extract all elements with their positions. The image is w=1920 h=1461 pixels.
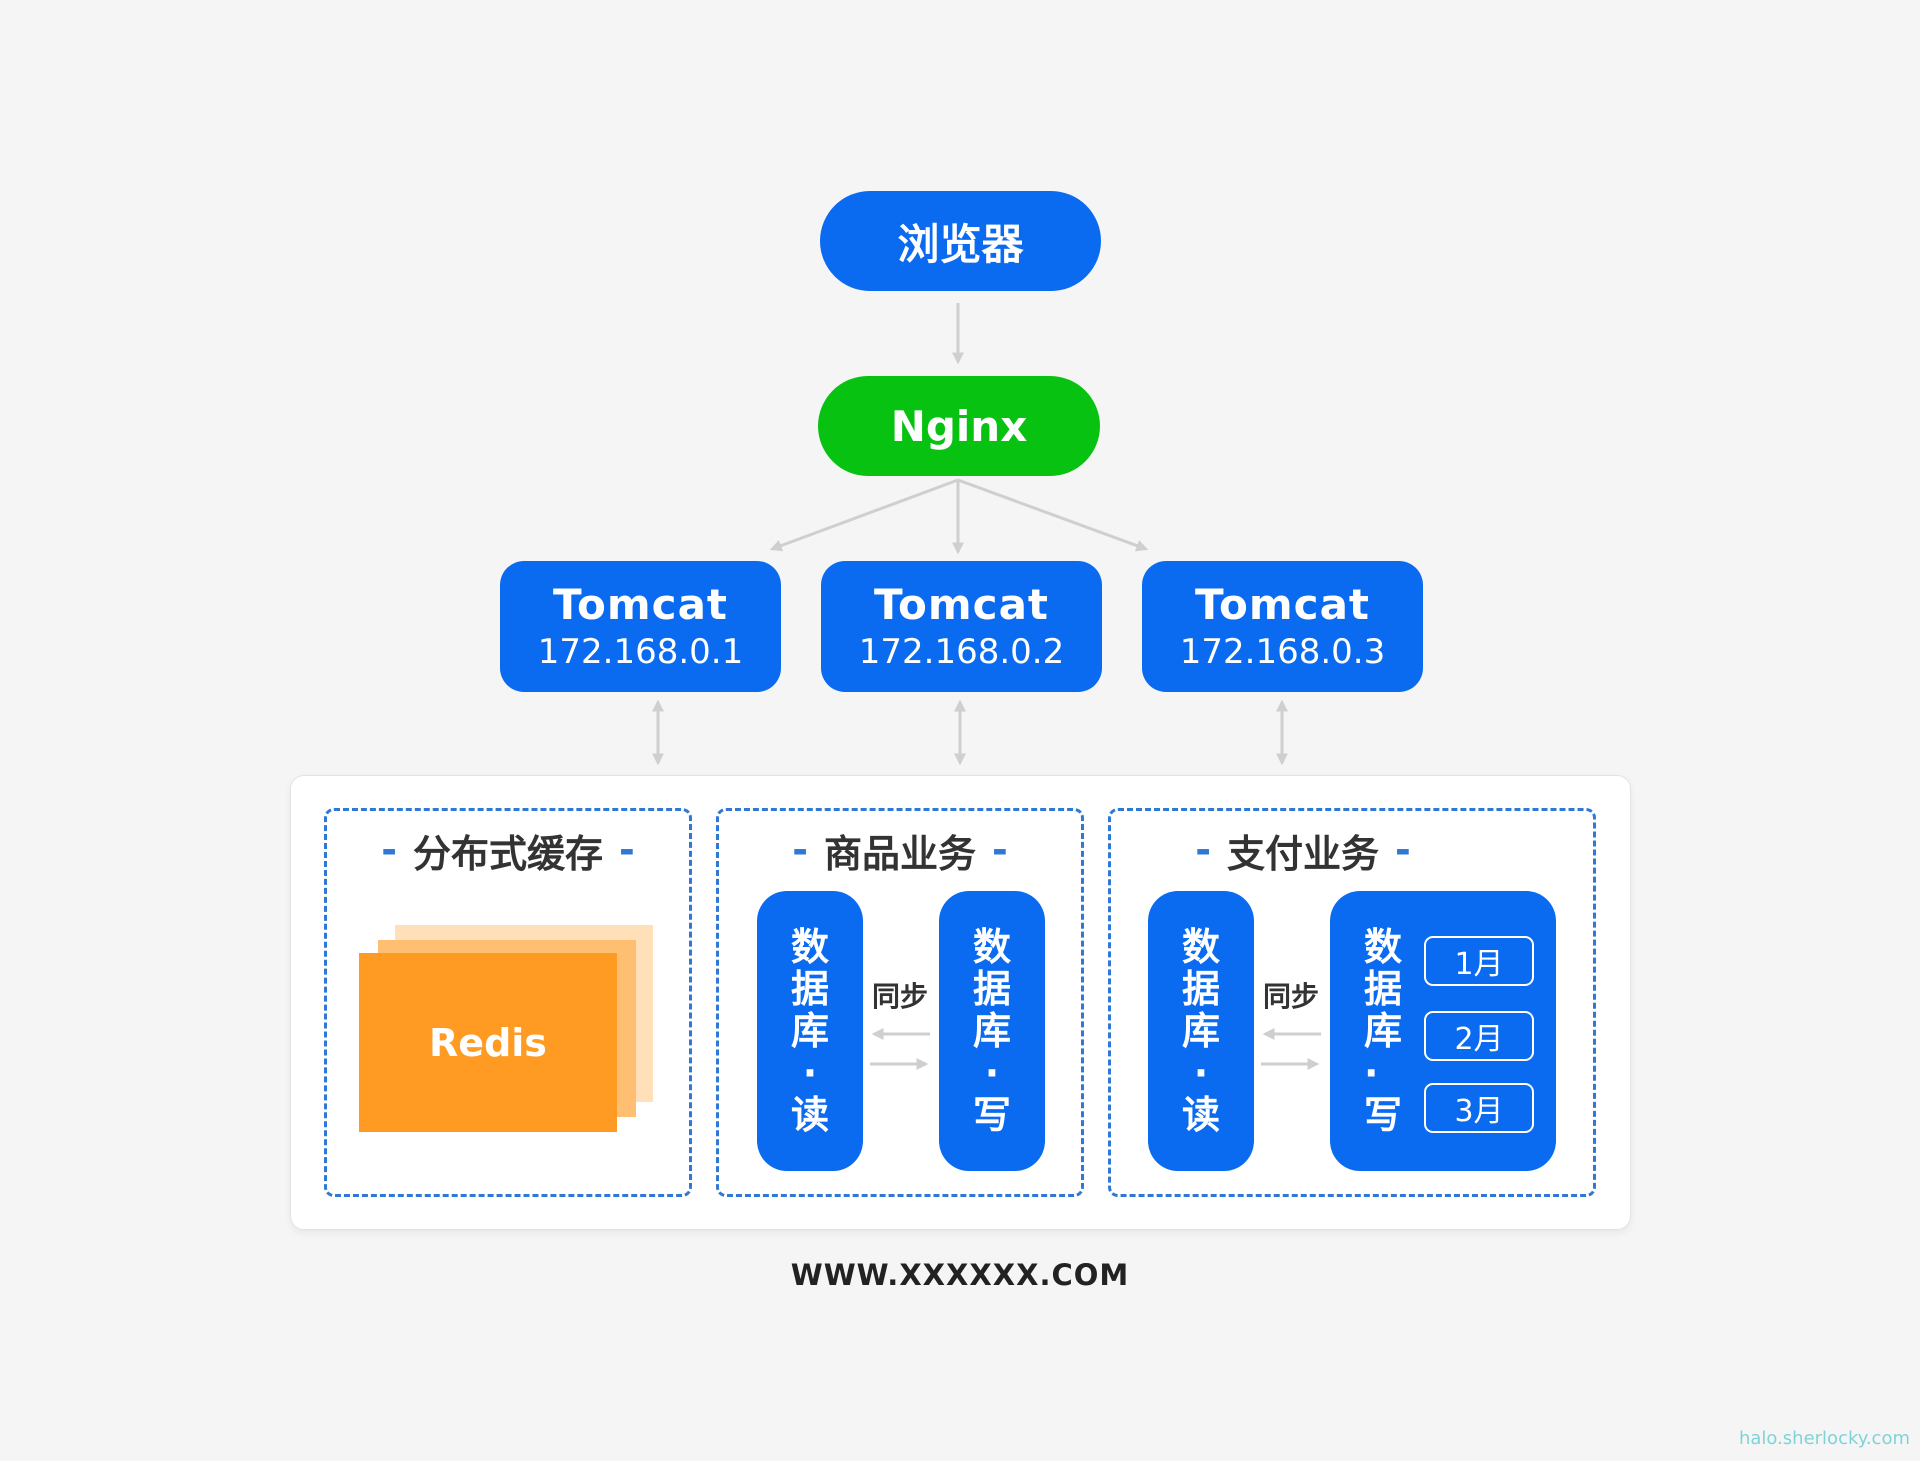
redis-node: Redis	[359, 953, 617, 1132]
watermark: halo.sherlocky.com	[1738, 1428, 1910, 1449]
db-char: 写	[972, 1093, 1011, 1137]
goods-read-db: 数 据 库 · 读	[757, 891, 863, 1171]
title-dash-left: -	[381, 828, 397, 872]
month-partition-1: 1月	[1424, 936, 1534, 986]
tomcat-name: Tomcat	[1194, 579, 1370, 629]
db-char: 库	[1364, 1009, 1403, 1053]
db-char: 数	[1364, 925, 1403, 969]
goods-group-title: - 商品业务 -	[716, 825, 1084, 876]
db-char: 库	[972, 1009, 1011, 1053]
browser-node: 浏览器	[820, 191, 1101, 291]
cache-group-title: - 分布式缓存 -	[324, 825, 692, 876]
db-char: ·	[1193, 1051, 1209, 1095]
tomcat-node-2: Tomcat 172.168.0.2	[821, 561, 1102, 692]
db-char: ·	[802, 1051, 818, 1095]
db-char: 数	[790, 925, 829, 969]
title-dash-left: -	[792, 828, 808, 872]
db-char: 据	[790, 967, 829, 1011]
tomcat-ip: 172.168.0.2	[858, 631, 1065, 672]
month-partition-2: 2月	[1424, 1011, 1534, 1061]
payment-group-title: - 支付业务 -	[1108, 825, 1498, 876]
title-dash-left: -	[1195, 828, 1211, 872]
tomcat-ip: 172.168.0.3	[1179, 631, 1386, 672]
browser-label: 浏览器	[897, 219, 1024, 269]
month-partition-3: 3月	[1424, 1083, 1534, 1133]
payment-sync-arrows	[1261, 1028, 1321, 1070]
cache-title-text: 分布式缓存	[412, 831, 603, 876]
nginx-node: Nginx	[818, 376, 1100, 476]
month-label: 2月	[1454, 1022, 1504, 1057]
goods-group	[716, 808, 1084, 1197]
cache-group	[324, 808, 692, 1197]
db-char: 据	[1181, 967, 1220, 1011]
goods-title-text: 商品业务	[823, 831, 976, 876]
db-char: 数	[1181, 925, 1220, 969]
tomcat-node-3: Tomcat 172.168.0.3	[1142, 561, 1423, 692]
db-char: 库	[1181, 1009, 1220, 1053]
goods-sync-arrows	[870, 1028, 930, 1070]
db-char: 数	[972, 925, 1011, 969]
payment-title-text: 支付业务	[1226, 831, 1379, 876]
db-char: 库	[790, 1009, 829, 1053]
tomcat-ip: 172.168.0.1	[537, 631, 744, 672]
payment-group	[1108, 808, 1596, 1197]
redis-label: Redis	[429, 1020, 547, 1065]
db-char: 读	[790, 1093, 829, 1137]
goods-write-db: 数 据 库 · 写	[939, 891, 1045, 1171]
arrow-nginx-to-tomcat-1	[769, 478, 959, 552]
db-char: ·	[984, 1051, 1000, 1095]
payment-read-db: 数 据 库 · 读	[1148, 891, 1254, 1171]
title-dash-right: -	[1395, 828, 1411, 872]
month-label: 1月	[1454, 947, 1504, 982]
db-char: 据	[1364, 967, 1403, 1011]
month-label: 3月	[1454, 1094, 1504, 1129]
db-char: 据	[972, 967, 1011, 1011]
title-dash-right: -	[992, 828, 1008, 872]
footer-url: WWW.XXXXXX.COM	[790, 1258, 1130, 1292]
goods-sync-label: 同步	[872, 980, 929, 1013]
payment-sync-label: 同步	[1263, 980, 1320, 1013]
db-char: ·	[1364, 1051, 1379, 1095]
db-char: 写	[1364, 1093, 1403, 1137]
arrow-nginx-to-tomcat-3	[957, 478, 1149, 552]
title-dash-right: -	[619, 828, 635, 872]
db-char: 读	[1181, 1093, 1220, 1137]
tomcat-name: Tomcat	[552, 579, 728, 629]
tomcat-node-1: Tomcat 172.168.0.1	[500, 561, 781, 692]
tomcat-name: Tomcat	[873, 579, 1049, 629]
nginx-label: Nginx	[890, 401, 1028, 451]
